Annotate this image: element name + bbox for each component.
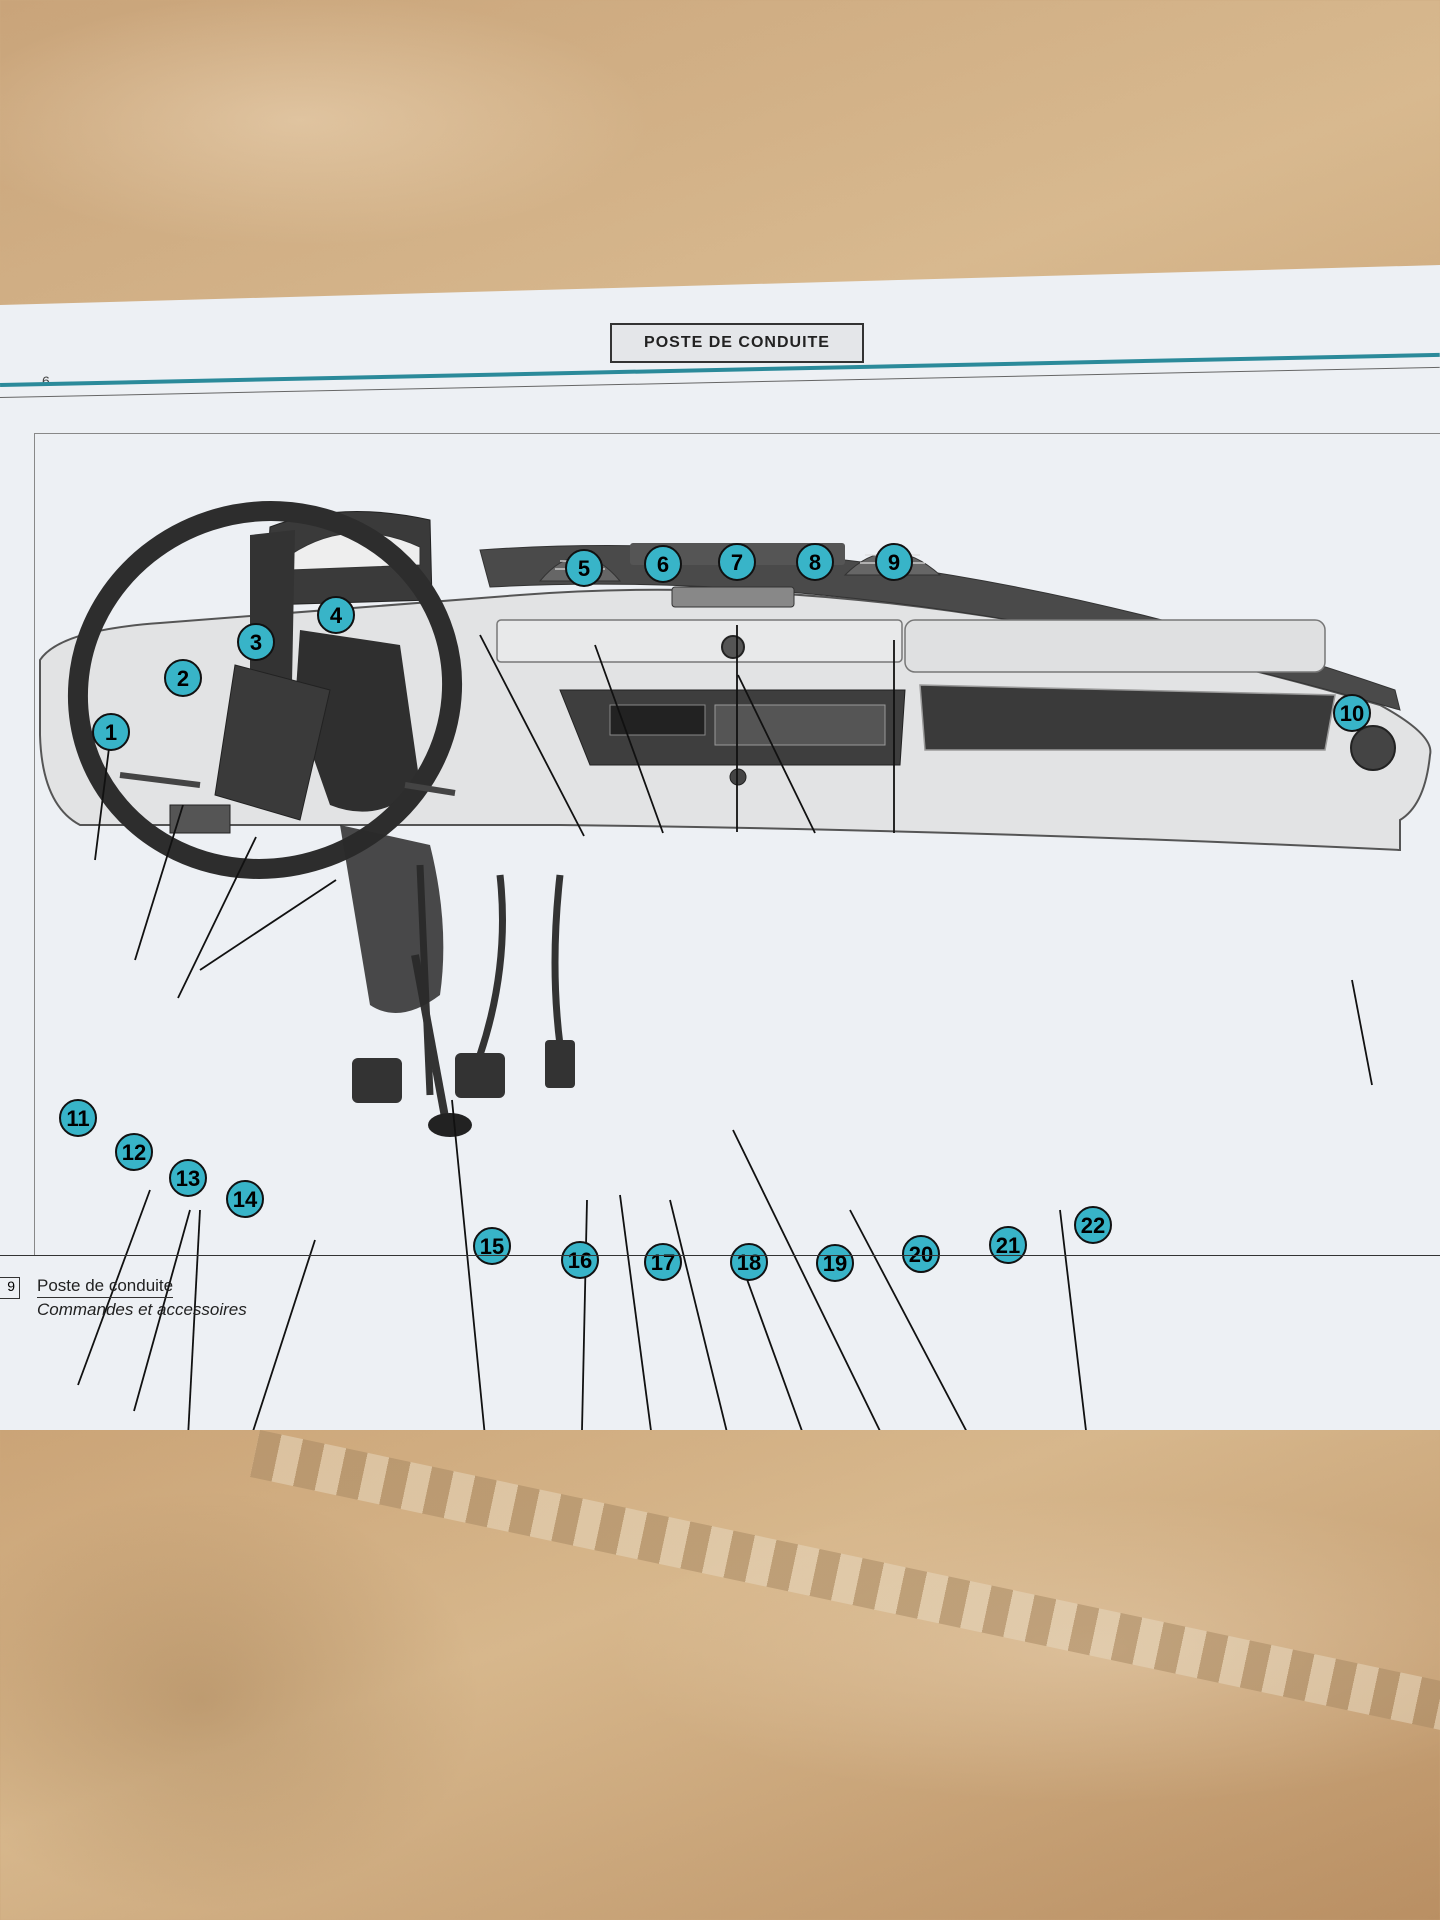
svg-text:12: 12 bbox=[122, 1140, 146, 1165]
callout-7: 7 bbox=[718, 543, 756, 581]
brake-pedal bbox=[455, 1053, 505, 1098]
gear-knob bbox=[428, 1113, 472, 1137]
callout-6: 6 bbox=[644, 545, 682, 583]
steering-hub bbox=[214, 664, 331, 821]
manual-page: POSTE DE CONDUITE 6 bbox=[0, 265, 1440, 1430]
callout-11: 11 bbox=[59, 1099, 97, 1137]
callout-18: 18 bbox=[730, 1243, 768, 1281]
callout-15: 15 bbox=[473, 1227, 511, 1265]
svg-text:8: 8 bbox=[809, 550, 821, 575]
accelerator-pedal bbox=[545, 1040, 575, 1088]
steering-column bbox=[295, 630, 420, 812]
svg-text:5: 5 bbox=[578, 556, 590, 581]
steering-wheel bbox=[67, 501, 463, 879]
panel-strip-right bbox=[904, 619, 1326, 673]
svg-text:1: 1 bbox=[105, 720, 117, 745]
callout-12: 12 bbox=[115, 1133, 153, 1171]
callout-9: 9 bbox=[875, 543, 913, 581]
callout-14: 14 bbox=[226, 1180, 264, 1218]
choke-knob bbox=[729, 768, 747, 786]
callout-5: 5 bbox=[565, 549, 603, 587]
pedal-well bbox=[340, 825, 444, 1013]
brake-lever bbox=[476, 874, 506, 1057]
ashtray bbox=[671, 586, 795, 608]
radio-slot bbox=[609, 704, 706, 736]
svg-text:9: 9 bbox=[888, 550, 900, 575]
svg-text:16: 16 bbox=[568, 1248, 592, 1273]
svg-text:21: 21 bbox=[996, 1233, 1020, 1258]
dashboard-illustration: 1 2 3 4 5 6 7 8 9 10 11 12 13 14 15 16 1… bbox=[39, 501, 1432, 1430]
svg-text:17: 17 bbox=[651, 1250, 675, 1275]
console-pocket bbox=[714, 704, 886, 746]
svg-text:6: 6 bbox=[657, 552, 669, 577]
figure-caption-subtitle: Commandes et accessoires bbox=[37, 1300, 247, 1319]
right-shelf bbox=[919, 684, 1336, 751]
svg-text:18: 18 bbox=[737, 1250, 761, 1275]
center-knob bbox=[721, 635, 745, 659]
caption-rule bbox=[0, 1255, 1440, 1256]
left-stalk bbox=[119, 772, 201, 788]
figure-frame bbox=[34, 433, 1440, 1256]
figure-number: 9 bbox=[0, 1277, 20, 1299]
switch-panel bbox=[169, 804, 231, 834]
callout-2: 2 bbox=[164, 659, 202, 697]
svg-text:4: 4 bbox=[330, 603, 343, 628]
callout-16: 16 bbox=[561, 1241, 599, 1279]
callout-20: 20 bbox=[902, 1235, 940, 1273]
callout-10: 10 bbox=[1333, 694, 1371, 732]
callout-1: 1 bbox=[92, 713, 130, 751]
right-stalk bbox=[404, 782, 456, 796]
svg-text:3: 3 bbox=[250, 630, 262, 655]
callout-21: 21 bbox=[989, 1226, 1027, 1264]
callout-22: 22 bbox=[1074, 1206, 1112, 1244]
svg-text:2: 2 bbox=[177, 666, 189, 691]
svg-text:14: 14 bbox=[233, 1187, 258, 1212]
svg-text:7: 7 bbox=[731, 550, 743, 575]
svg-text:10: 10 bbox=[1340, 701, 1364, 726]
side-vent-right bbox=[1350, 725, 1396, 771]
callout-13: 13 bbox=[169, 1159, 207, 1197]
callouts: 1 2 3 4 5 6 7 8 9 10 11 12 13 14 15 16 1… bbox=[59, 543, 1371, 1282]
svg-text:11: 11 bbox=[66, 1106, 89, 1131]
callout-4: 4 bbox=[317, 596, 355, 634]
svg-text:15: 15 bbox=[480, 1234, 504, 1259]
svg-text:22: 22 bbox=[1081, 1213, 1105, 1238]
callout-19: 19 bbox=[816, 1244, 854, 1282]
clutch-pedal bbox=[352, 1058, 402, 1103]
pedal-lever bbox=[551, 874, 564, 1046]
callout-3: 3 bbox=[237, 623, 275, 661]
svg-text:13: 13 bbox=[176, 1166, 200, 1191]
callout-8: 8 bbox=[796, 543, 834, 581]
figure-caption-title: Poste de conduite bbox=[37, 1276, 174, 1298]
panel-strip bbox=[496, 619, 903, 663]
page-number: 6 bbox=[42, 373, 50, 389]
callout-17: 17 bbox=[644, 1243, 682, 1281]
section-title: POSTE DE CONDUITE bbox=[610, 323, 864, 363]
svg-text:20: 20 bbox=[909, 1242, 933, 1267]
